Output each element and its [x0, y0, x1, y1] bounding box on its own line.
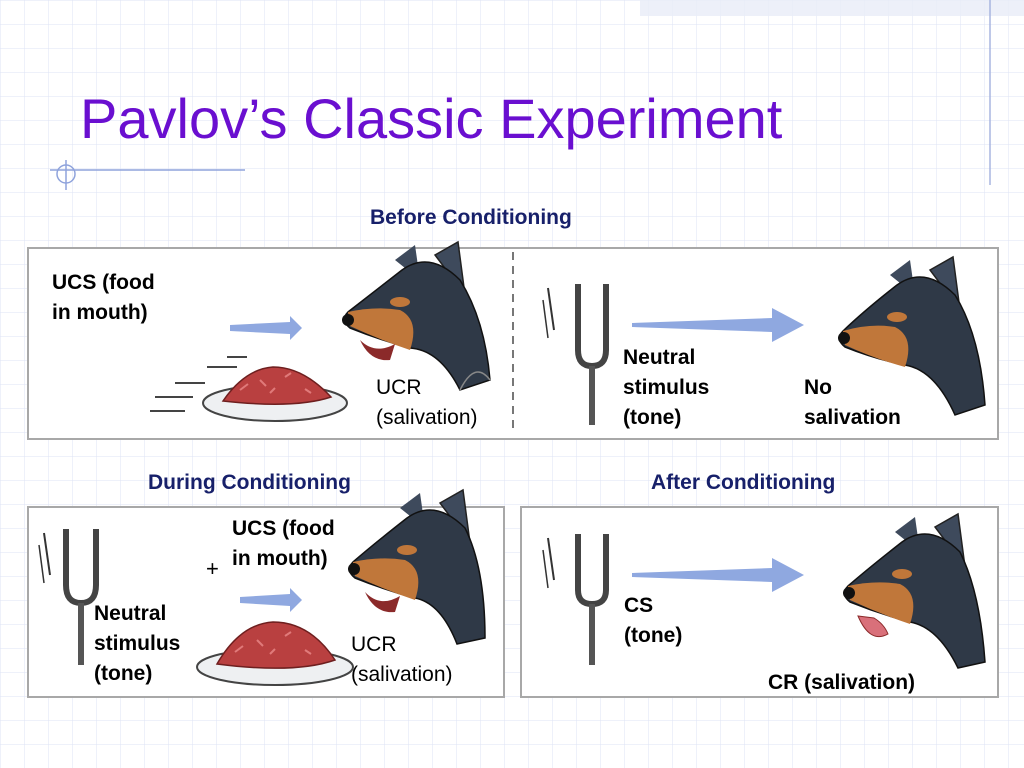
before-conditioning-header: Before Conditioning [370, 206, 572, 229]
dog-head-icon [342, 240, 491, 391]
dog-head-icon [843, 512, 986, 669]
plus-sign: + [206, 556, 219, 581]
tuning-fork-icon [38, 529, 99, 665]
tuning-fork-icon [542, 284, 609, 425]
tuning-fork-icon [542, 534, 609, 665]
before-ucs-label: UCS (food in mouth) [52, 271, 155, 324]
dog-head-icon [348, 488, 486, 645]
before-ucr-label: UCR (salivation) [376, 376, 478, 429]
before-neutral-stimulus-label: Neutral stimulus (tone) [623, 346, 710, 429]
food-plate-icon [196, 621, 354, 686]
arrow-icon [230, 316, 302, 340]
during-neutral-stimulus-label: Neutral stimulus (tone) [94, 602, 181, 685]
slide-title: Pavlov’s Classic Experiment [80, 87, 783, 150]
after-cr-label: CR (salivation) [768, 671, 916, 694]
during-ucr-label: UCR (salivation) [351, 633, 453, 686]
before-no-salivation-label: No salivation [804, 376, 901, 429]
after-conditioning-header: After Conditioning [651, 471, 836, 494]
dog-head-icon [838, 255, 986, 416]
during-ucs-label: UCS (food in mouth) [232, 517, 335, 570]
food-plate-icon [150, 356, 348, 422]
arrow-icon [632, 558, 804, 592]
during-conditioning-header: During Conditioning [148, 471, 351, 494]
arrow-icon [632, 308, 804, 342]
after-cs-label: CS (tone) [624, 594, 683, 647]
arrow-icon [240, 588, 302, 612]
